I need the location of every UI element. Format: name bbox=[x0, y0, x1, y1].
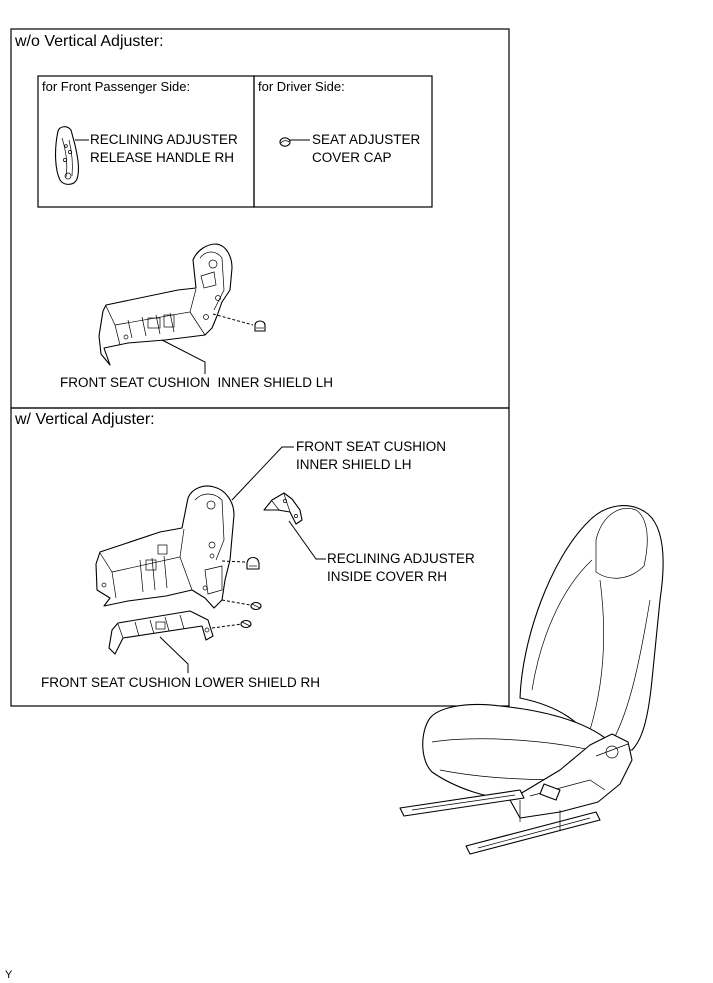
dashed-screw-line-top bbox=[212, 313, 254, 326]
dashed-screw-line-bottom-2 bbox=[221, 599, 251, 606]
label-inside-cover: RECLINING ADJUSTER INSIDE COVER RH bbox=[327, 551, 475, 584]
label-inner-shield-top: FRONT SEAT CUSHION INNER SHIELD LH bbox=[60, 375, 334, 390]
dashed-screw-line-bottom-3 bbox=[211, 623, 243, 629]
release-handle-part bbox=[55, 126, 80, 185]
leader-inner-shield-bottom bbox=[231, 446, 294, 501]
dashed-screw-line-bottom-1 bbox=[221, 560, 246, 563]
label-cover-cap: SEAT ADJUSTER COVER CAP bbox=[312, 132, 421, 165]
inner-shield-part-top bbox=[98, 243, 233, 366]
cover-cap-part bbox=[279, 137, 291, 147]
lower-shield-part bbox=[108, 610, 214, 655]
inner-shield-part-bottom bbox=[95, 485, 235, 609]
screw-part-top bbox=[254, 320, 266, 332]
screw-part-bottom-1 bbox=[246, 556, 260, 570]
label-lower-shield: FRONT SEAT CUSHION LOWER SHIELD RH bbox=[41, 675, 321, 690]
corner-mark: Y bbox=[5, 969, 13, 981]
title-passenger-side: for Front Passenger Side: bbox=[42, 79, 191, 94]
header-wo-vertical: w/o Vertical Adjuster: bbox=[15, 33, 164, 50]
header-w-vertical: w/ Vertical Adjuster: bbox=[15, 411, 155, 428]
label-inner-shield-bottom: FRONT SEAT CUSHION INNER SHIELD LH bbox=[296, 439, 447, 472]
leader-inside-cover bbox=[288, 520, 326, 560]
inside-cover-part bbox=[263, 492, 303, 525]
seat-illustration bbox=[399, 505, 664, 855]
label-release-handle: RECLINING ADJUSTER RELEASE HANDLE RH bbox=[90, 132, 238, 165]
screw-part-bottom-3 bbox=[240, 619, 252, 629]
frame-w-vertical bbox=[10, 407, 510, 707]
leader-inner-shield-top bbox=[161, 339, 206, 374]
leader-lower-shield bbox=[159, 636, 189, 673]
screw-part-bottom-2 bbox=[250, 601, 262, 611]
title-driver-side: for Driver Side: bbox=[258, 79, 345, 94]
frame-driver-side bbox=[253, 75, 433, 208]
